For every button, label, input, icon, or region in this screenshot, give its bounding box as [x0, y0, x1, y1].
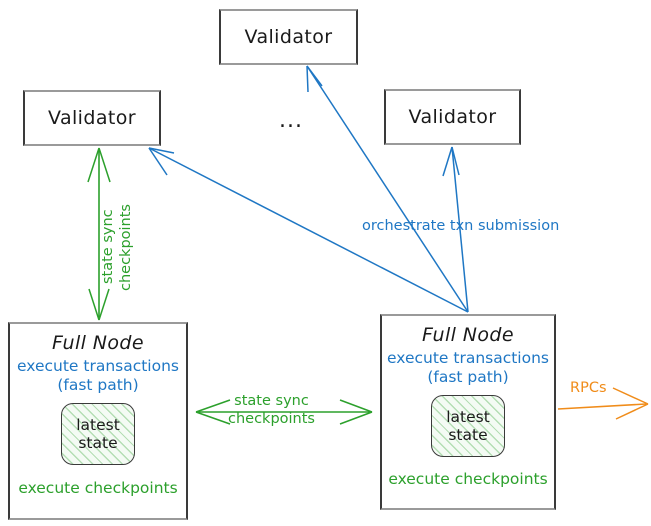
edge-label-rpcs: RPCs — [570, 380, 607, 396]
fullnode-left-blue-line1: execute transactions — [16, 357, 180, 375]
fullnode-right-title: Full Node — [422, 324, 514, 346]
fullnode-right-state-line2: state — [448, 425, 488, 444]
edge-label-state-sync-checkpoints: state sync checkpoints — [228, 392, 315, 428]
fullnode-left-title: Full Node — [52, 332, 144, 354]
edge-label-state-sync-line1: state sync — [234, 393, 309, 409]
node-fullnode-right[interactable]: Full Node execute transactions (fast pat… — [380, 314, 556, 510]
fullnode-left-execute-checkpoints: execute checkpoints — [18, 478, 178, 497]
fullnode-right-latest-state-box: latest state — [431, 394, 505, 457]
validator-left-label: Validator — [48, 107, 136, 129]
fullnode-left-latest-state-box: latest state — [61, 402, 135, 465]
fullnode-left-state-line2: state — [78, 433, 118, 452]
fullnode-left-execute-transactions: execute transactions (fast path) — [17, 357, 179, 395]
fullnode-left-state-line1: latest — [76, 415, 120, 434]
node-validator-right[interactable]: Validator — [384, 89, 521, 145]
validator-top-label: Validator — [244, 26, 333, 48]
node-validator-left[interactable]: Validator — [23, 90, 161, 146]
fullnode-right-blue-line2: (fast path) — [427, 367, 509, 386]
edge-label-state-sync-vertical: state sync — [100, 209, 116, 284]
fullnode-right-execute-checkpoints: execute checkpoints — [388, 469, 548, 488]
validator-right-label: Validator — [408, 106, 497, 128]
fullnode-right-state-line1: latest — [446, 407, 490, 426]
fullnode-left-blue-line2: (fast path) — [57, 375, 139, 394]
fullnode-right-blue-line1: execute transactions — [386, 349, 550, 367]
node-fullnode-left[interactable]: Full Node execute transactions (fast pat… — [8, 322, 188, 520]
validators-ellipsis: ... — [279, 108, 303, 133]
edge-label-checkpoints-vertical: checkpoints — [118, 204, 134, 291]
edge-label-orchestrate-txn-submission: orchestrate txn submission — [362, 218, 560, 234]
edge-label-state-sync-line2: checkpoints — [228, 411, 315, 428]
fullnode-right-execute-transactions: execute transactions (fast path) — [387, 349, 549, 387]
node-validator-top[interactable]: Validator — [219, 9, 358, 65]
